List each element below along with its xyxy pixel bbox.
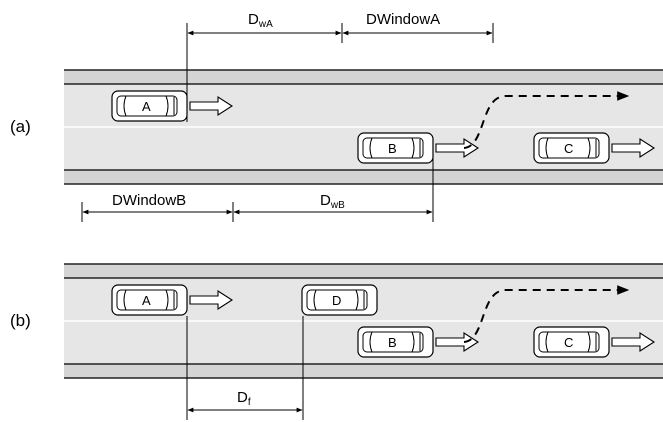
panel-a: (a) DwA DWindowA A B C [10, 11, 663, 222]
dim-dwindowb: DWindowB [81, 192, 234, 222]
car-label: B [388, 141, 397, 156]
dwa-label: DwA [248, 11, 273, 30]
dwb-label: DwB [320, 192, 345, 211]
car-label: C [564, 141, 573, 156]
car-label: D [332, 293, 341, 308]
dim-df: Df [186, 316, 304, 420]
car-label: C [564, 335, 573, 350]
dim-dwb: DwB [233, 152, 434, 222]
car-c-panel-a: C [533, 132, 610, 164]
car-c-panel-b: C [533, 326, 610, 358]
car-a-panel-a: A [111, 90, 188, 122]
panel-label-b: (b) [10, 311, 31, 330]
lane-change-path [463, 91, 630, 149]
lane-change-path [463, 285, 630, 343]
panel-label-a: (a) [10, 117, 31, 136]
dim-dwindowa: DWindowA [342, 11, 494, 43]
road-a [64, 69, 663, 185]
dwindowb-label: DWindowB [112, 192, 186, 209]
df-label: Df [237, 389, 251, 408]
dwindowa-label: DWindowA [366, 11, 440, 28]
car-label: A [142, 293, 151, 308]
car-d-panel-b: D [301, 284, 378, 316]
car-label: B [388, 335, 397, 350]
car-label: A [142, 99, 151, 114]
panel-b: (b) A D B C Df [10, 263, 663, 420]
car-b-panel-b: B [357, 326, 434, 358]
car-b-panel-a: B [357, 132, 434, 164]
road-b [64, 263, 663, 379]
car-a-panel-b: A [111, 284, 188, 316]
